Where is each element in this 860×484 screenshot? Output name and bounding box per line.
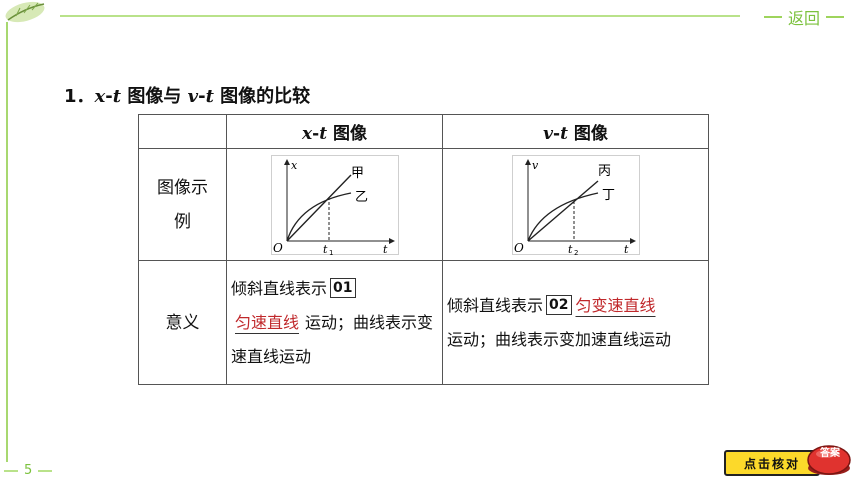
xt-straight-line (285, 174, 352, 241)
svg-text:t: t (383, 243, 388, 255)
svg-text:丁: 丁 (602, 188, 615, 203)
svg-text:丙: 丙 (598, 164, 611, 179)
xt-graph: O x t t 1 甲 乙 (270, 154, 399, 255)
answer-badge-label: 答案 (820, 448, 840, 459)
back-dash-right (826, 16, 845, 18)
vt-straight-line (527, 179, 598, 242)
page-dash-right (38, 469, 53, 472)
leaf-decoration-icon (5, 1, 45, 23)
back-label: 返回 (788, 9, 821, 28)
header-xt: x-t 图像 (226, 114, 443, 149)
page-number: 5 (24, 463, 33, 478)
page-number-area: 5 (4, 463, 53, 478)
vt-graph-cell: O v t t 2 丙 丁 (442, 148, 709, 261)
xt-curve (285, 191, 351, 241)
vt-graph: O v t t 2 丙 丁 (511, 154, 640, 255)
blank-number-02: 02 (546, 294, 572, 315)
svg-text:乙: 乙 (355, 190, 368, 205)
xt-y-arrow-icon (283, 158, 290, 165)
table-header-row: x-t 图像 v-t 图像 (138, 114, 709, 149)
page-dash-left (4, 469, 18, 472)
back-button[interactable]: 返回 (764, 6, 845, 28)
row-label-meaning: 意义 (138, 260, 227, 385)
svg-text:O: O (514, 241, 524, 255)
table-row-example: 图像示例 O x t t 1 甲 乙 (138, 148, 709, 261)
header-vt: v-t 图像 (442, 114, 709, 149)
check-answer-button[interactable]: 点击核对 答案 (722, 436, 858, 480)
answer-badge-icon[interactable] (806, 438, 852, 476)
answer-01[interactable]: 匀速直线 (235, 312, 300, 332)
svg-text:2: 2 (574, 249, 578, 255)
vt-x-arrow-icon (629, 237, 636, 244)
check-answer-label: 点击核对 (724, 450, 820, 476)
answer-02[interactable]: 匀变速直线 (575, 295, 656, 315)
back-dash-left (764, 16, 782, 18)
svg-text:t: t (568, 243, 573, 255)
vt-curve (526, 191, 598, 241)
svg-text:1: 1 (329, 249, 333, 255)
row-label-example: 图像示例 (138, 148, 227, 261)
vt-y-arrow-icon (524, 158, 531, 165)
comparison-table: x-t 图像 v-t 图像 图像示例 O x t t (138, 114, 709, 385)
svg-text:t: t (624, 243, 629, 255)
svg-text:v: v (532, 159, 539, 172)
svg-text:甲: 甲 (351, 166, 364, 181)
corner-cell (138, 114, 227, 149)
top-rule (60, 15, 740, 17)
xt-graph-cell: O x t t 1 甲 乙 (226, 148, 443, 261)
left-rule (6, 22, 8, 462)
svg-text:x: x (291, 159, 298, 172)
section-heading: 1．x-t 图像与 v-t 图像的比较 (64, 86, 311, 107)
svg-text:t: t (323, 243, 328, 255)
svg-text:O: O (273, 241, 283, 255)
blank-number-01: 01 (330, 277, 356, 298)
xt-x-arrow-icon (388, 237, 395, 244)
